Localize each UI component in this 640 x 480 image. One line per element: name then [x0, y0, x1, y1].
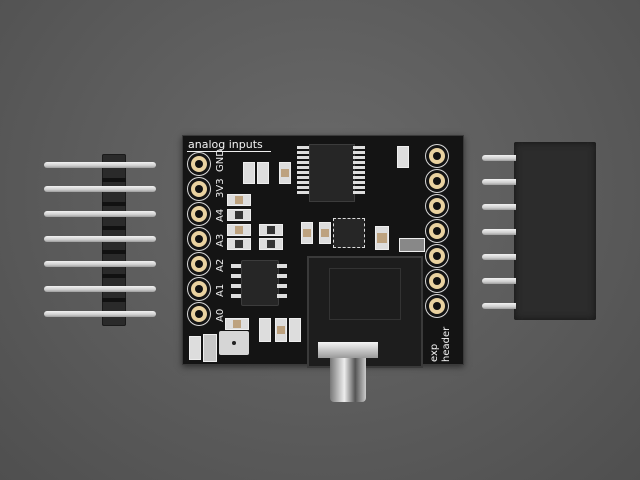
smd-cap: [289, 318, 301, 342]
smd-resistor: [227, 238, 251, 250]
socket-pin: [482, 179, 516, 185]
exp-pad: [429, 273, 445, 289]
socket-pin: [482, 229, 516, 235]
pad-a2: [191, 256, 207, 272]
smd-cap: [257, 162, 269, 184]
label-exp: exp: [429, 343, 440, 362]
header-pin: [44, 211, 156, 217]
smd-led: [397, 146, 409, 168]
smd-resistor: [227, 209, 251, 221]
audio-jack-barrel: [318, 342, 378, 402]
exp-pad: [429, 223, 445, 239]
smd-cap: [259, 318, 271, 342]
label-a1: A1: [215, 283, 226, 297]
pad-3v3: [191, 181, 207, 197]
header-pin: [44, 186, 156, 192]
smd-inductor: [399, 238, 425, 252]
smd-cap: [319, 222, 331, 244]
header-pin: [44, 286, 156, 292]
pad-gnd: [191, 156, 207, 172]
socket-pin: [482, 155, 516, 161]
label-a4: A4: [215, 208, 226, 222]
smd-resistor: [227, 194, 251, 206]
exp-pad: [429, 298, 445, 314]
soic-chip: [241, 260, 279, 306]
smd-cap: [243, 162, 255, 184]
microphone: [219, 331, 249, 355]
exp-pad: [429, 173, 445, 189]
pad-a1: [191, 281, 207, 297]
header-pin: [44, 162, 156, 168]
pad-a0: [191, 306, 207, 322]
label-a2: A2: [215, 258, 226, 272]
female-socket-header: [482, 142, 596, 320]
pad-a3: [191, 231, 207, 247]
pcb-board: analog inputs GND 3V3 A4 A3 A2 A1 A0 exp…: [182, 135, 464, 368]
smd-resistor: [227, 224, 251, 236]
pad-a4: [191, 206, 207, 222]
smd-resistor: [259, 238, 283, 250]
socket-body: [514, 142, 596, 320]
exp-pad: [429, 148, 445, 164]
exp-pad: [429, 248, 445, 264]
header-pin: [44, 236, 156, 242]
socket-pin: [482, 303, 516, 309]
silkscreen-title: analog inputs: [188, 138, 263, 151]
label-3v3: 3V3: [215, 178, 226, 198]
status-led: [203, 334, 217, 362]
smd-cap-large: [375, 226, 389, 250]
smd-resistor: [225, 318, 249, 330]
jack-collar: [318, 342, 378, 358]
jack-neck: [330, 358, 366, 402]
socket-pin: [482, 254, 516, 260]
label-header: header: [441, 326, 452, 362]
smd-cap: [279, 162, 291, 184]
male-pin-header: [44, 154, 158, 326]
smd-cap: [189, 336, 201, 360]
silkscreen-underline: [187, 151, 271, 152]
exp-pad: [429, 198, 445, 214]
jack-housing: [329, 268, 401, 320]
qfn-chip: [333, 218, 365, 248]
header-pin: [44, 261, 156, 267]
label-a3: A3: [215, 233, 226, 247]
smd-cap: [301, 222, 313, 244]
smd-resistor: [259, 224, 283, 236]
codec-chip: [309, 144, 355, 202]
socket-pin: [482, 204, 516, 210]
socket-pin: [482, 278, 516, 284]
header-pin: [44, 311, 156, 317]
label-gnd: GND: [215, 149, 226, 172]
smd-cap: [275, 318, 287, 342]
